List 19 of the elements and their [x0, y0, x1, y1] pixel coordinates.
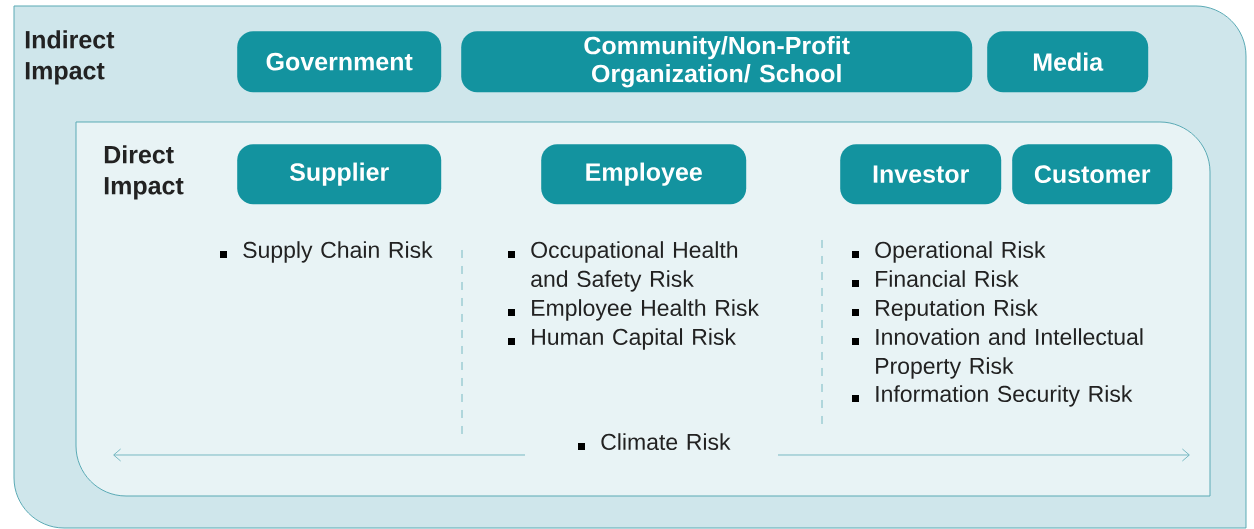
bullet-item: Operational Risk [852, 241, 1046, 263]
bullet-item: Information Security Risk [852, 385, 1133, 407]
bullet-item: Occupational Health and Safety Risk [508, 241, 738, 292]
bullet-item: Innovation and Intellectual Property Risk [852, 328, 1143, 379]
heading: Indirect Impact [25, 30, 115, 85]
stakeholder-pill: Media [987, 31, 1149, 93]
stakeholder-pill: Customer [1012, 144, 1173, 205]
bullet-item: Human Capital Risk [508, 328, 736, 350]
bullet-item: Climate Risk [578, 433, 731, 451]
bullet-item: Employee Health Risk [508, 299, 759, 321]
bullet-item: Reputation Risk [852, 299, 1038, 321]
stakeholder-pill: Investor [840, 144, 1002, 205]
heading: Direct Impact [104, 145, 184, 200]
stakeholder-pill: Employee [541, 144, 747, 205]
stakeholder-pill: Community/Non-Profit Organization/ School [461, 31, 973, 93]
bullet-item: Financial Risk [852, 270, 1019, 288]
bullet-item: Supply Chain Risk [220, 241, 433, 263]
stakeholder-pill: Government [237, 31, 442, 93]
stakeholder-pill: Supplier [237, 144, 442, 205]
